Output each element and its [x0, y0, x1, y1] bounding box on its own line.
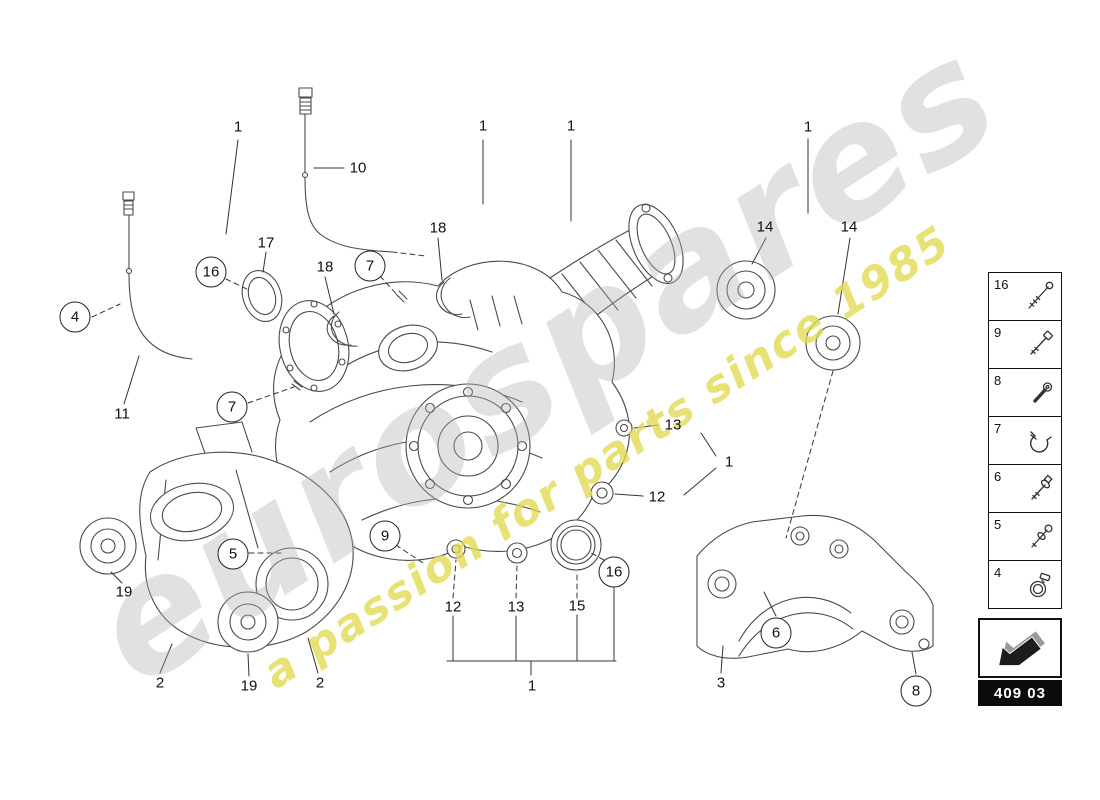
callout-label[interactable]: 3: [716, 674, 726, 692]
breather-tube-drawings: [291, 277, 471, 391]
callout-label-circled[interactable]: 8: [900, 675, 932, 707]
callout-label[interactable]: 1: [527, 677, 537, 695]
callout-label-circled[interactable]: 7: [354, 250, 386, 282]
callout-label-circled[interactable]: 7: [216, 391, 248, 423]
callout-label-circled[interactable]: 5: [217, 538, 249, 570]
legend-number: 7: [994, 421, 1002, 436]
legend-item-8[interactable]: 8: [989, 369, 1061, 417]
callout-label[interactable]: 13: [507, 598, 525, 616]
callout-label[interactable]: 18: [429, 219, 447, 237]
callout-label[interactable]: 14: [840, 218, 858, 236]
callout-label[interactable]: 19: [115, 583, 133, 601]
mount-bush-drawings: [716, 260, 861, 371]
spring-clamp-icon: [1030, 431, 1052, 453]
fastener-legend: 16 9: [988, 272, 1062, 609]
callout-label[interactable]: 11: [114, 405, 130, 423]
legend-number: 16: [994, 277, 1009, 292]
hex-flange-bolt-icon: [1031, 474, 1053, 500]
callout-label-circled[interactable]: 6: [760, 617, 792, 649]
legend-number: 6: [994, 469, 1002, 484]
legend-item-5[interactable]: 5: [989, 513, 1061, 561]
callout-label-circled[interactable]: 4: [59, 301, 91, 333]
direction-arrow-icon: [998, 631, 1045, 667]
part-code-badge: 409 03: [978, 680, 1062, 706]
hex-collar-bolt-icon: [1031, 524, 1053, 548]
callout-label[interactable]: 15: [568, 597, 586, 615]
callout-label-circled[interactable]: 9: [369, 520, 401, 552]
callout-label[interactable]: 2: [315, 674, 325, 692]
legend-item-4[interactable]: 4: [989, 561, 1061, 608]
callout-label[interactable]: 12: [444, 598, 462, 616]
callout-label[interactable]: 14: [756, 218, 774, 236]
callout-label[interactable]: 10: [349, 159, 367, 177]
callout-label[interactable]: 17: [257, 234, 275, 252]
plug-and-seal-drawings: [446, 419, 633, 571]
hose-clamp-icon: [1029, 572, 1051, 598]
callout-label[interactable]: 1: [724, 453, 734, 471]
callout-label-circled[interactable]: 16: [195, 256, 227, 288]
legend-item-9[interactable]: 9: [989, 321, 1061, 369]
legend-item-16[interactable]: 16: [989, 273, 1061, 321]
callout-label[interactable]: 19: [240, 677, 258, 695]
callout-label[interactable]: 18: [316, 258, 334, 276]
torx-screw-icon: [1033, 382, 1053, 403]
legend-number: 4: [994, 565, 1002, 580]
speed-sensor-10-drawing: [298, 87, 427, 257]
callout-label[interactable]: 1: [566, 117, 576, 135]
crossmember-drawing: [696, 514, 934, 659]
callout-label[interactable]: 1: [803, 118, 813, 136]
speed-sensor-11-drawing: [122, 191, 193, 360]
legend-item-7[interactable]: 7: [989, 417, 1061, 465]
legend-item-6[interactable]: 6: [989, 465, 1061, 513]
hex-bolt-icon: [1030, 330, 1053, 355]
direction-arrow-box[interactable]: [978, 618, 1062, 678]
callout-label[interactable]: 13: [664, 416, 682, 434]
long-bolt-icon: [1028, 281, 1054, 309]
callout-label-circled[interactable]: 16: [598, 556, 630, 588]
callout-label[interactable]: 1: [233, 118, 243, 136]
shaft-seal-drawing: [241, 270, 283, 322]
differential-housing-drawing: [273, 260, 630, 561]
legend-number: 5: [994, 517, 1002, 532]
callout-label[interactable]: 12: [648, 488, 666, 506]
legend-number: 8: [994, 373, 1002, 388]
callout-label[interactable]: 1: [478, 117, 488, 135]
legend-number: 9: [994, 325, 1002, 340]
callout-label[interactable]: 2: [155, 674, 165, 692]
leader-lines: [91, 138, 917, 677]
